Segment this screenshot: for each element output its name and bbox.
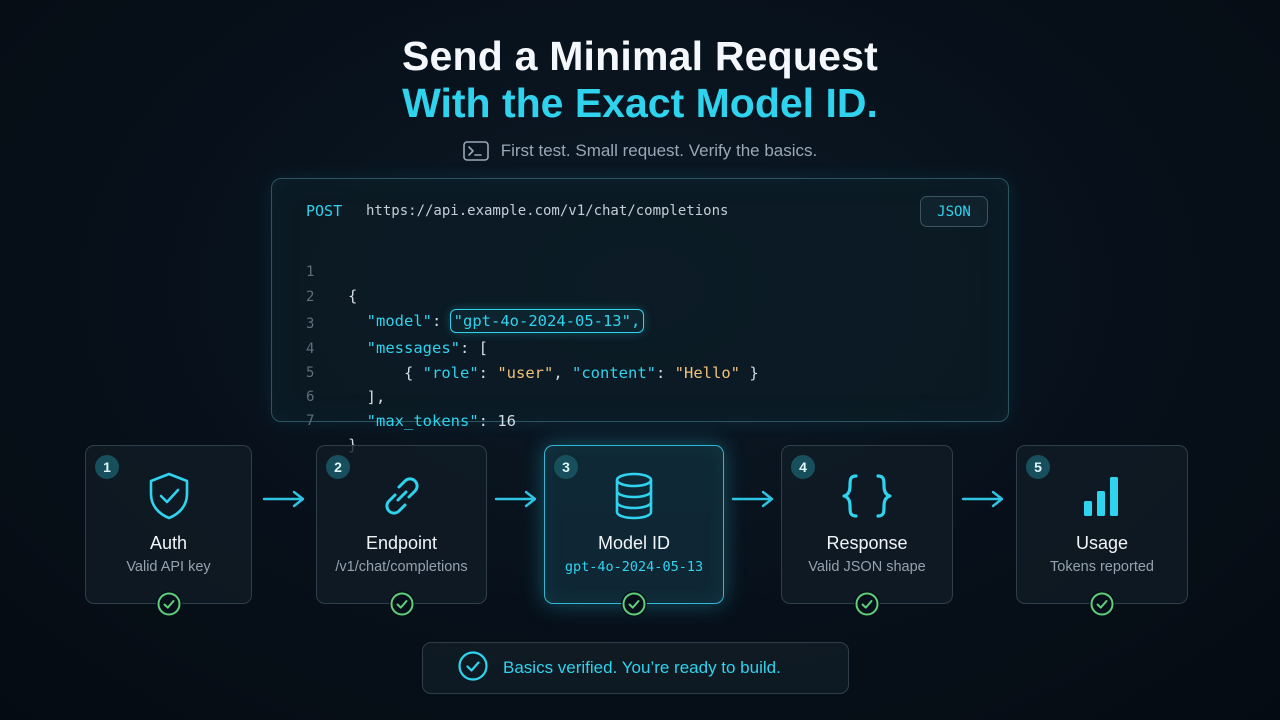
step-endpoint: 2 Endpoint /v1/chat/completions — [316, 445, 487, 617]
check-circle-icon — [854, 591, 880, 617]
code-line: 7 } — [272, 385, 1008, 454]
subtitle: First test. Small request. Verify the ba… — [0, 141, 1280, 161]
line-number: 2 — [306, 289, 315, 305]
code-line: 6 "max_tokens": 16 — [272, 361, 1008, 430]
check-circle-icon — [155, 591, 182, 617]
line-number: 1 — [306, 264, 315, 280]
line-number: 5 — [306, 365, 315, 381]
code-line: 4 { "role": "user", "content": "Hello" } — [272, 313, 1008, 382]
step-detail: /v1/chat/completions — [335, 559, 468, 575]
step-detail: Tokens reported — [1050, 559, 1154, 575]
model-id-highlight: "gpt-4o-2024-05-13", — [449, 309, 645, 333]
check-circle-icon — [621, 591, 647, 617]
arrow-right-icon — [262, 488, 308, 515]
code-line: 1 { — [272, 236, 1008, 305]
link-icon — [317, 468, 486, 524]
database-icon — [545, 468, 723, 524]
line-number: 6 — [306, 389, 315, 405]
step-label: Usage — [1075, 533, 1129, 553]
step-detail: Valid API key — [126, 559, 211, 575]
check-circle-icon — [1089, 591, 1115, 617]
bar-chart-icon — [1017, 468, 1187, 524]
step-label: Response — [826, 533, 908, 553]
line-number: 7 — [306, 413, 315, 429]
step-auth: 1 Auth Valid API key — [85, 445, 252, 617]
title-line-2: With the Exact Model ID. — [402, 80, 878, 126]
title-line-1: Send a Minimal Request — [401, 33, 878, 79]
subtitle-text: First test. Small request. Verify the ba… — [500, 141, 818, 160]
step-model-id: 3 Model ID gpt-4o-2024-05-13 — [544, 445, 724, 617]
check-circle-icon — [457, 650, 489, 687]
braces-icon — [782, 468, 952, 524]
check-circle-icon — [388, 591, 415, 617]
shield-check-icon — [86, 468, 251, 524]
code-line: 3 "messages": [ — [272, 288, 1008, 357]
step-label: Auth — [149, 533, 188, 553]
line-number: 3 — [306, 316, 315, 332]
line-number: 4 — [306, 341, 315, 357]
status-banner: Basics verified. You’re ready to build. — [422, 642, 849, 694]
step-usage: 5 Usage Tokens reported — [1016, 445, 1188, 617]
step-number: 2 — [326, 455, 350, 479]
status-text: Basics verified. You’re ready to build. — [503, 658, 781, 677]
request-code-panel: POST https://api.example.com/v1/chat/com… — [271, 178, 1009, 454]
step-detail: Valid JSON shape — [808, 559, 926, 575]
step-number: 1 — [95, 455, 119, 479]
step-response: 4 Response Valid JSON shape — [781, 445, 953, 617]
code-line: 5 ], — [272, 337, 1008, 406]
arrow-right-icon — [961, 488, 1007, 515]
request-url: https://api.example.com/v1/chat/completi… — [366, 203, 729, 219]
arrow-right-icon — [494, 488, 540, 515]
step-number: 5 — [1026, 455, 1050, 479]
step-label: Model ID — [597, 533, 671, 553]
step-number: 3 — [554, 455, 578, 479]
step-number: 4 — [791, 455, 815, 479]
arrow-right-icon — [731, 488, 777, 515]
format-badge: JSON — [920, 196, 988, 227]
http-method: POST — [306, 202, 343, 220]
terminal-icon — [462, 141, 489, 161]
step-label: Endpoint — [365, 533, 438, 553]
step-detail: gpt-4o-2024-05-13 — [564, 559, 704, 575]
code-line: 2 "model": "gpt-4o-2024-05-13", — [272, 261, 1008, 333]
